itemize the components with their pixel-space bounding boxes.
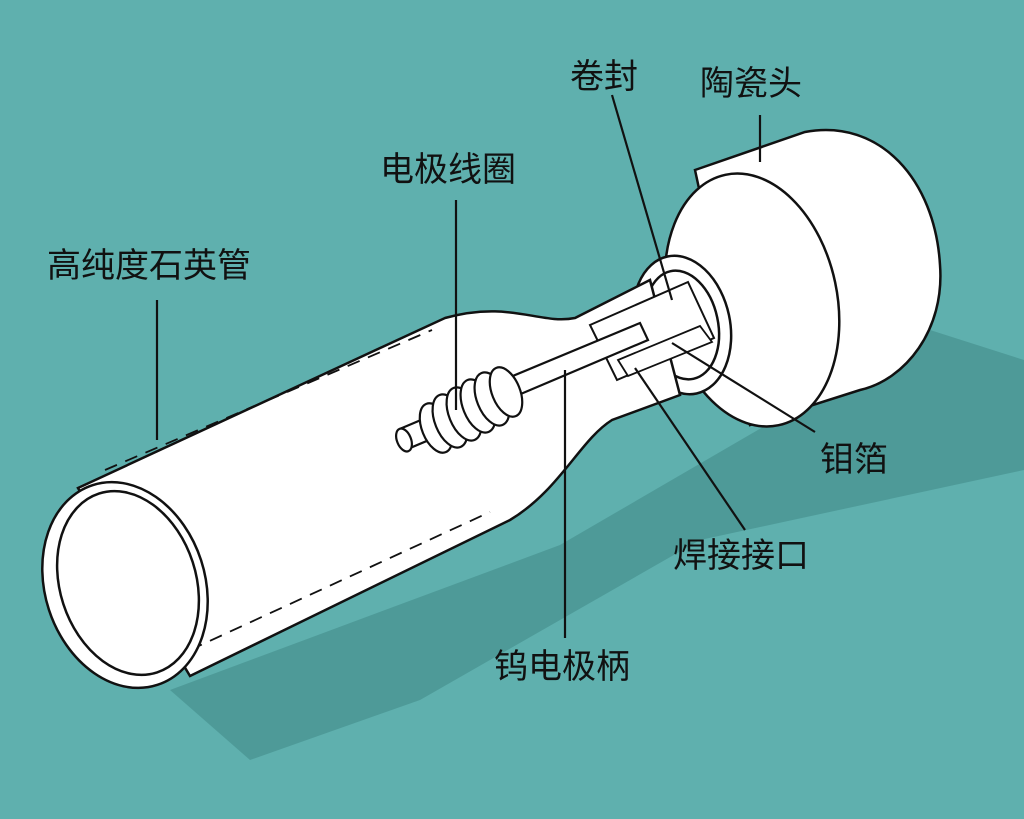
- leader-roll-seal: [610, 94, 674, 301]
- electrode-coil: [395, 366, 524, 454]
- label-tungsten-shank: 钨电极柄: [494, 647, 630, 687]
- lamp-shadow: [170, 330, 1024, 760]
- leader-lines: [155, 94, 816, 638]
- label-electrode-coil: 电极线圈: [380, 150, 516, 190]
- label-molybdenum-foil: 钼箔: [820, 440, 888, 480]
- tube-open-end: [41, 480, 209, 690]
- leader-weld-joint: [634, 367, 746, 531]
- label-weld-joint: 焊接接口: [673, 536, 809, 576]
- roll-seal: [588, 280, 716, 382]
- tube-wall-dashes: [104, 329, 491, 651]
- label-ceramic-cap: 陶瓷头: [700, 64, 802, 104]
- leader-molybdenum-foil: [671, 342, 816, 433]
- label-quartz-tube: 高纯度石英管: [47, 246, 251, 286]
- label-roll-seal: 卷封: [570, 57, 638, 97]
- molybdenum-foil: [616, 324, 714, 378]
